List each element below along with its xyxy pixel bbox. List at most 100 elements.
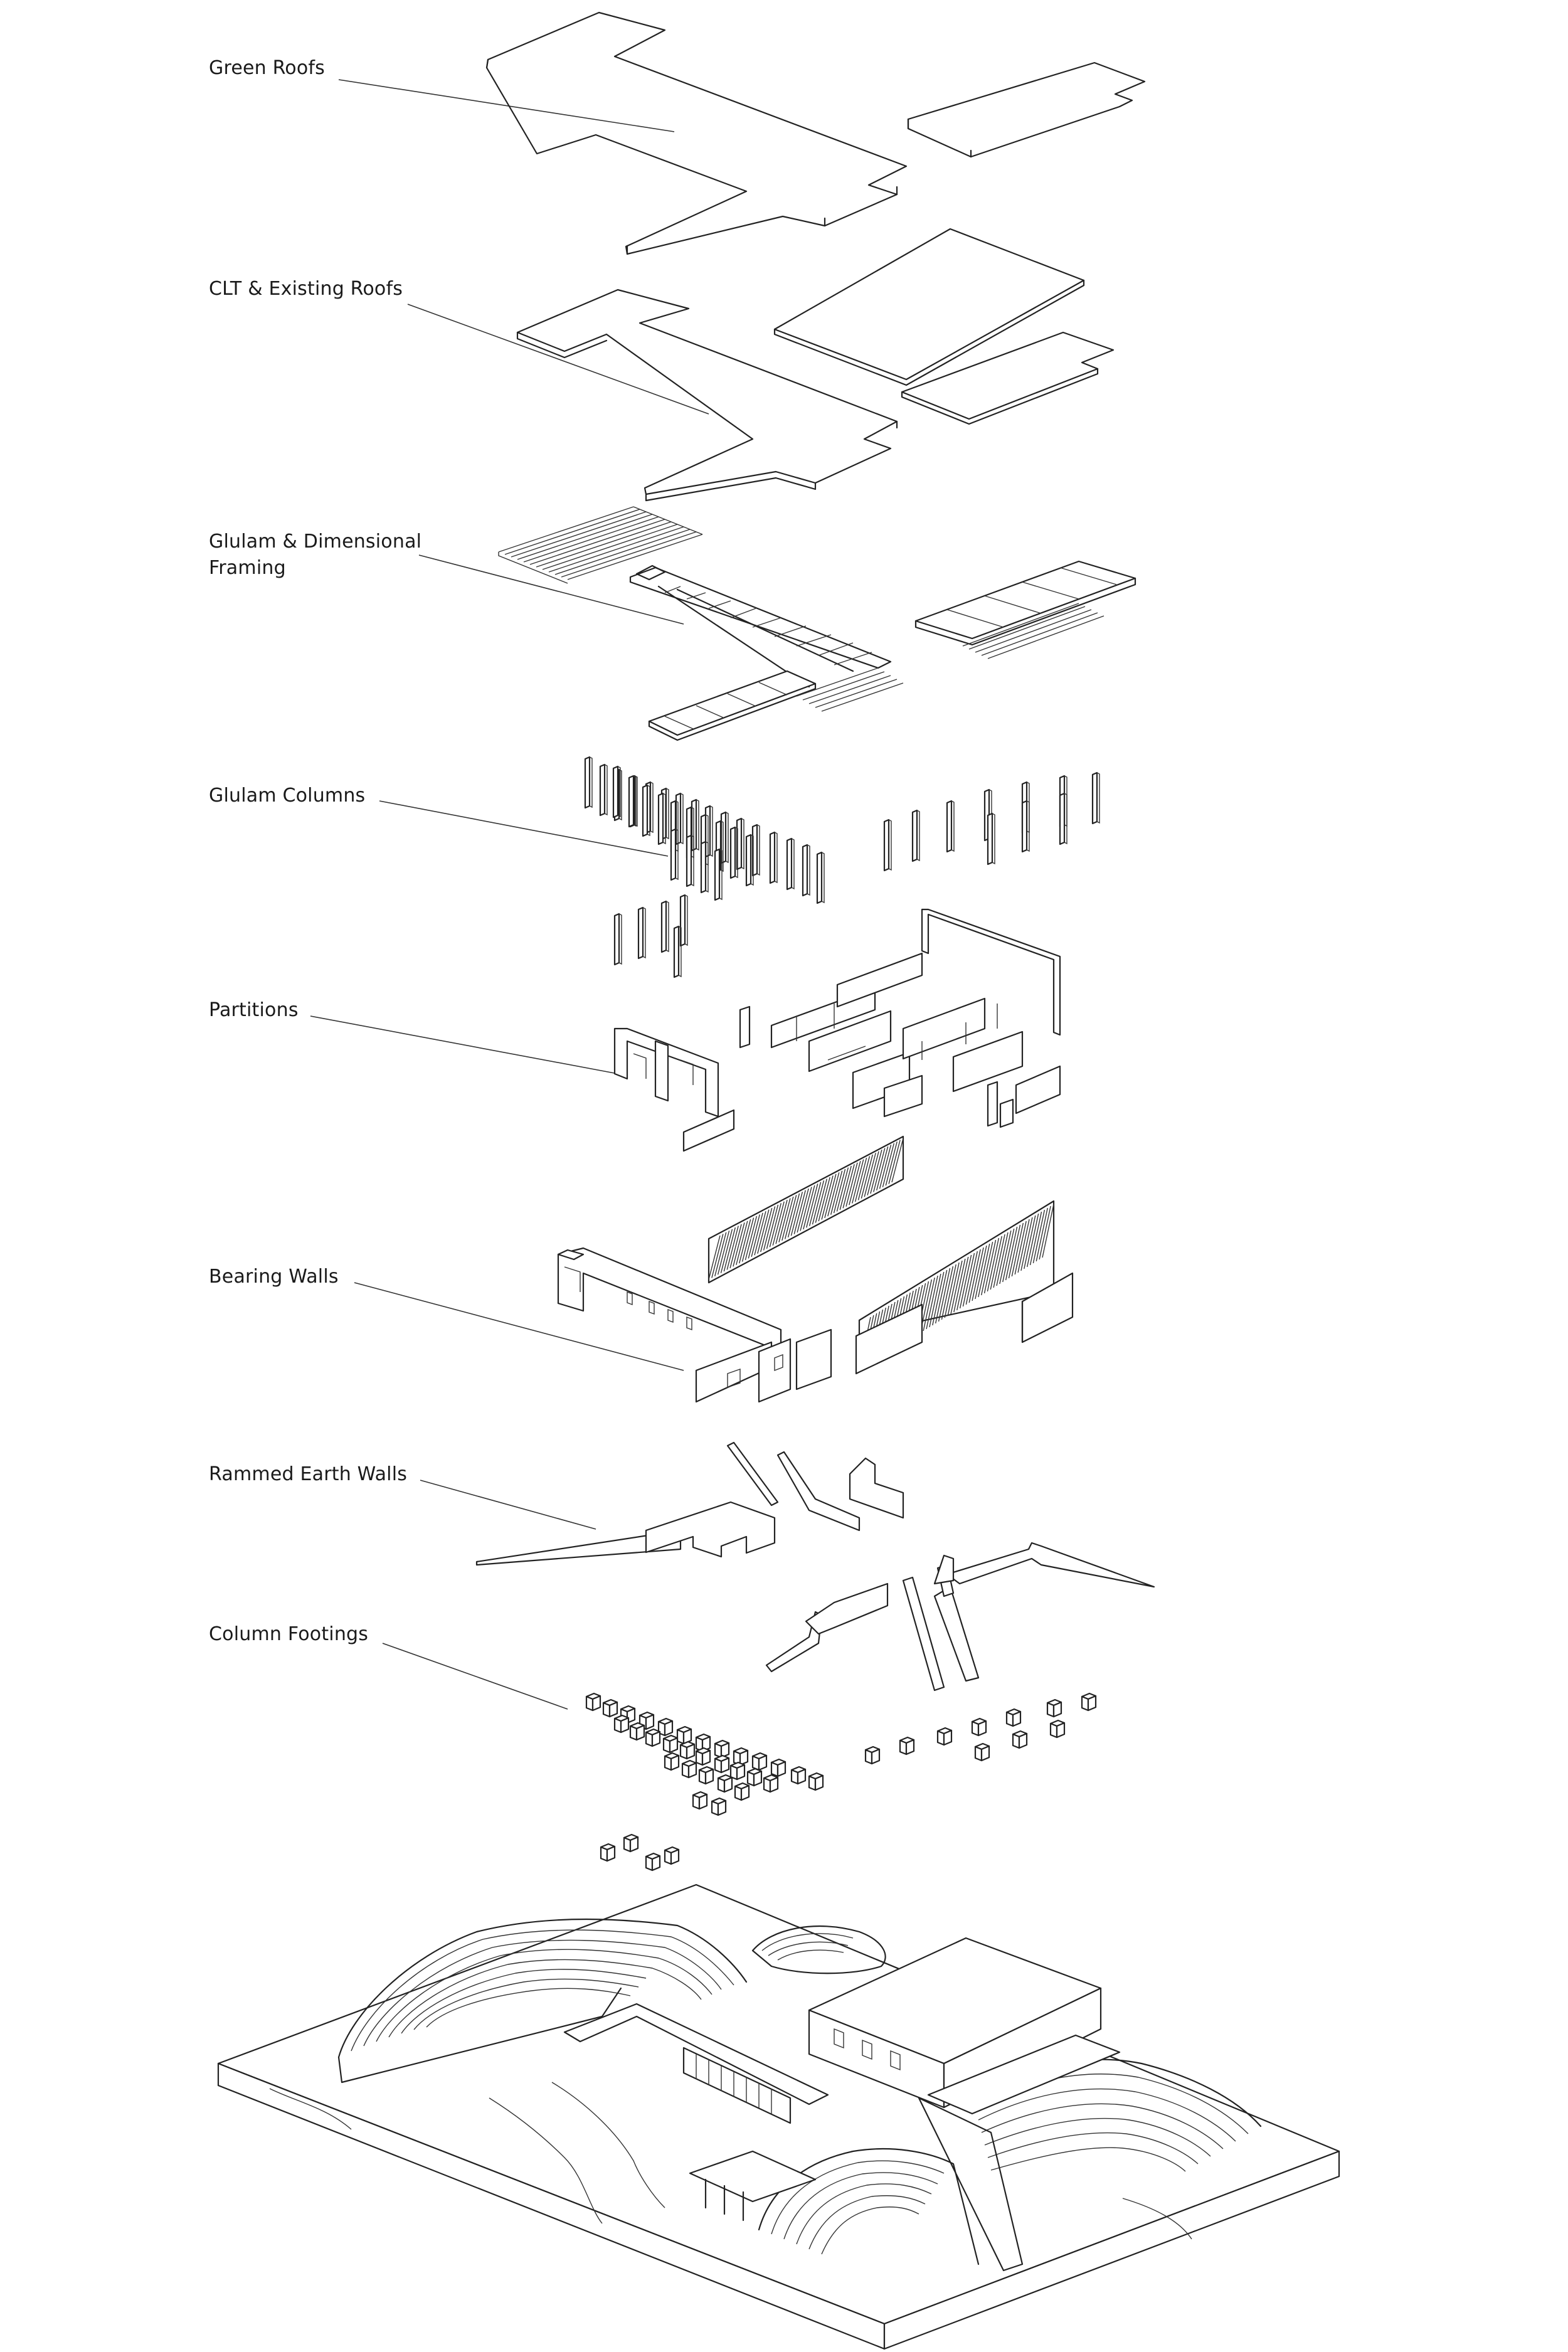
column-footing-front: [629, 1725, 638, 1741]
column-footing-side: [1087, 1695, 1097, 1712]
column-footing-side: [871, 1748, 881, 1765]
terrain-contours-west: [337, 1918, 748, 2084]
column-footing-side: [686, 1743, 696, 1760]
wall-hatch-line: [932, 1271, 945, 1326]
leader-glulam-framing: [418, 554, 684, 625]
column-footing-front: [974, 1745, 983, 1762]
wall-hatch-line: [733, 1222, 745, 1267]
wall-hatch-line: [861, 1154, 874, 1199]
glulam-column-side: [647, 785, 650, 837]
wall-hatch-line: [950, 1260, 963, 1315]
column-footing-front: [695, 1750, 704, 1766]
column-footing-side: [669, 1737, 679, 1754]
wall-hatch-line: [873, 1148, 886, 1192]
leader-column-footings: [382, 1643, 568, 1710]
glulam-column: [816, 851, 823, 904]
column-footing-front: [746, 1771, 755, 1787]
label-rammed-earth-walls: Rammed Earth Walls: [209, 1463, 408, 1485]
column-footing-front: [1046, 1702, 1055, 1718]
glulam-column-side: [709, 805, 713, 857]
wall-hatch-line: [808, 1182, 822, 1226]
glulam-column: [700, 840, 707, 894]
label-column-footings: Column Footings: [209, 1623, 369, 1645]
clt-roof-main-edge: [516, 331, 898, 502]
framing-south-wing: [648, 667, 904, 741]
column-footing-front: [602, 1702, 611, 1718]
wall-hatch-line: [1032, 1209, 1046, 1264]
glulam-column: [657, 792, 664, 845]
leader-clt-roofs: [407, 304, 709, 415]
green-roof-east-edge: [907, 118, 972, 158]
column-footing-front: [971, 1720, 980, 1737]
partitions-central: [739, 908, 1061, 1118]
wall-hatch-line: [714, 1232, 727, 1277]
wall-hatch-line: [833, 1168, 846, 1214]
column-footing-front: [698, 1769, 707, 1785]
column-footing-side: [814, 1774, 824, 1791]
glulam-column-side: [791, 838, 795, 890]
glulam-column-side: [750, 834, 754, 886]
glulam-column-side: [741, 818, 744, 870]
wall-hatch-line: [744, 1216, 758, 1261]
leader-bearing-walls: [354, 1282, 684, 1371]
column-footing-front: [1012, 1733, 1020, 1749]
wall-hatch-line: [778, 1198, 791, 1242]
wall-hatch-line: [882, 1143, 895, 1187]
rammed-wall-west-blade: [475, 1529, 682, 1566]
site-base-side: [883, 2150, 1340, 2350]
wall-hatch-line: [845, 1162, 858, 1207]
column-footing-front: [714, 1742, 723, 1759]
glulam-column-side: [1096, 772, 1100, 824]
glulam-column-side: [774, 832, 778, 884]
wall-hatch-line: [839, 1165, 852, 1210]
column-footing-front: [1081, 1695, 1089, 1712]
glulam-column-side: [691, 807, 694, 859]
wall-hatch-line: [857, 1156, 871, 1200]
wall-hatch-line: [754, 1211, 766, 1256]
column-footing-side: [720, 1757, 730, 1774]
column-footing-front: [864, 1749, 873, 1765]
wall-hatch-line: [983, 1239, 997, 1294]
wall-hatch-line: [818, 1177, 830, 1222]
wall-hatch-line: [790, 1192, 803, 1236]
terrain-contours-north: [751, 1925, 886, 1974]
glulam-column: [1091, 771, 1098, 825]
leader-green-roofs: [338, 79, 675, 132]
leader-partitions: [310, 1015, 618, 1074]
wall-hatch-line: [854, 1157, 867, 1202]
wall-hatch-line: [1002, 1228, 1015, 1283]
glulam-column: [883, 818, 890, 872]
glulam-column-side: [696, 799, 699, 851]
wall-hatch-line: [726, 1226, 739, 1270]
glulam-column-side: [618, 913, 622, 965]
column-footing-front: [681, 1762, 690, 1779]
partitions-west: [613, 1027, 735, 1152]
green-roof-main: [485, 11, 908, 255]
column-footing-front: [645, 1731, 654, 1747]
column-footing-side: [591, 1695, 601, 1712]
column-footing-side: [704, 1768, 714, 1785]
hatched-wall-north: [707, 1135, 904, 1284]
wall-hatch-line: [842, 1164, 855, 1209]
wall-hatch-line: [987, 1237, 1000, 1292]
green-roof-main-edge: [485, 58, 898, 255]
glulam-columns-layer: [584, 756, 1100, 978]
column-footing-front: [763, 1777, 771, 1793]
wall-hatch-line: [944, 1264, 956, 1318]
glulam-column: [599, 763, 606, 817]
bearing-walls-east: [855, 1272, 1074, 1375]
green-roof-east: [907, 61, 1146, 158]
wall-hatch-line: [751, 1212, 763, 1258]
column-footing-side: [1012, 1710, 1022, 1727]
existing-roof-north-edge: [773, 279, 1085, 386]
wall-hatch-line: [836, 1167, 849, 1212]
column-footing-side: [1018, 1732, 1028, 1749]
wall-hatch-line: [738, 1219, 751, 1264]
column-footing-side: [943, 1729, 953, 1746]
glulam-column-side: [691, 835, 694, 887]
wall-hatch-line: [975, 1245, 987, 1300]
column-footing-front: [1005, 1711, 1014, 1727]
glulam-column: [670, 828, 677, 881]
wall-hatch-line: [938, 1268, 951, 1322]
